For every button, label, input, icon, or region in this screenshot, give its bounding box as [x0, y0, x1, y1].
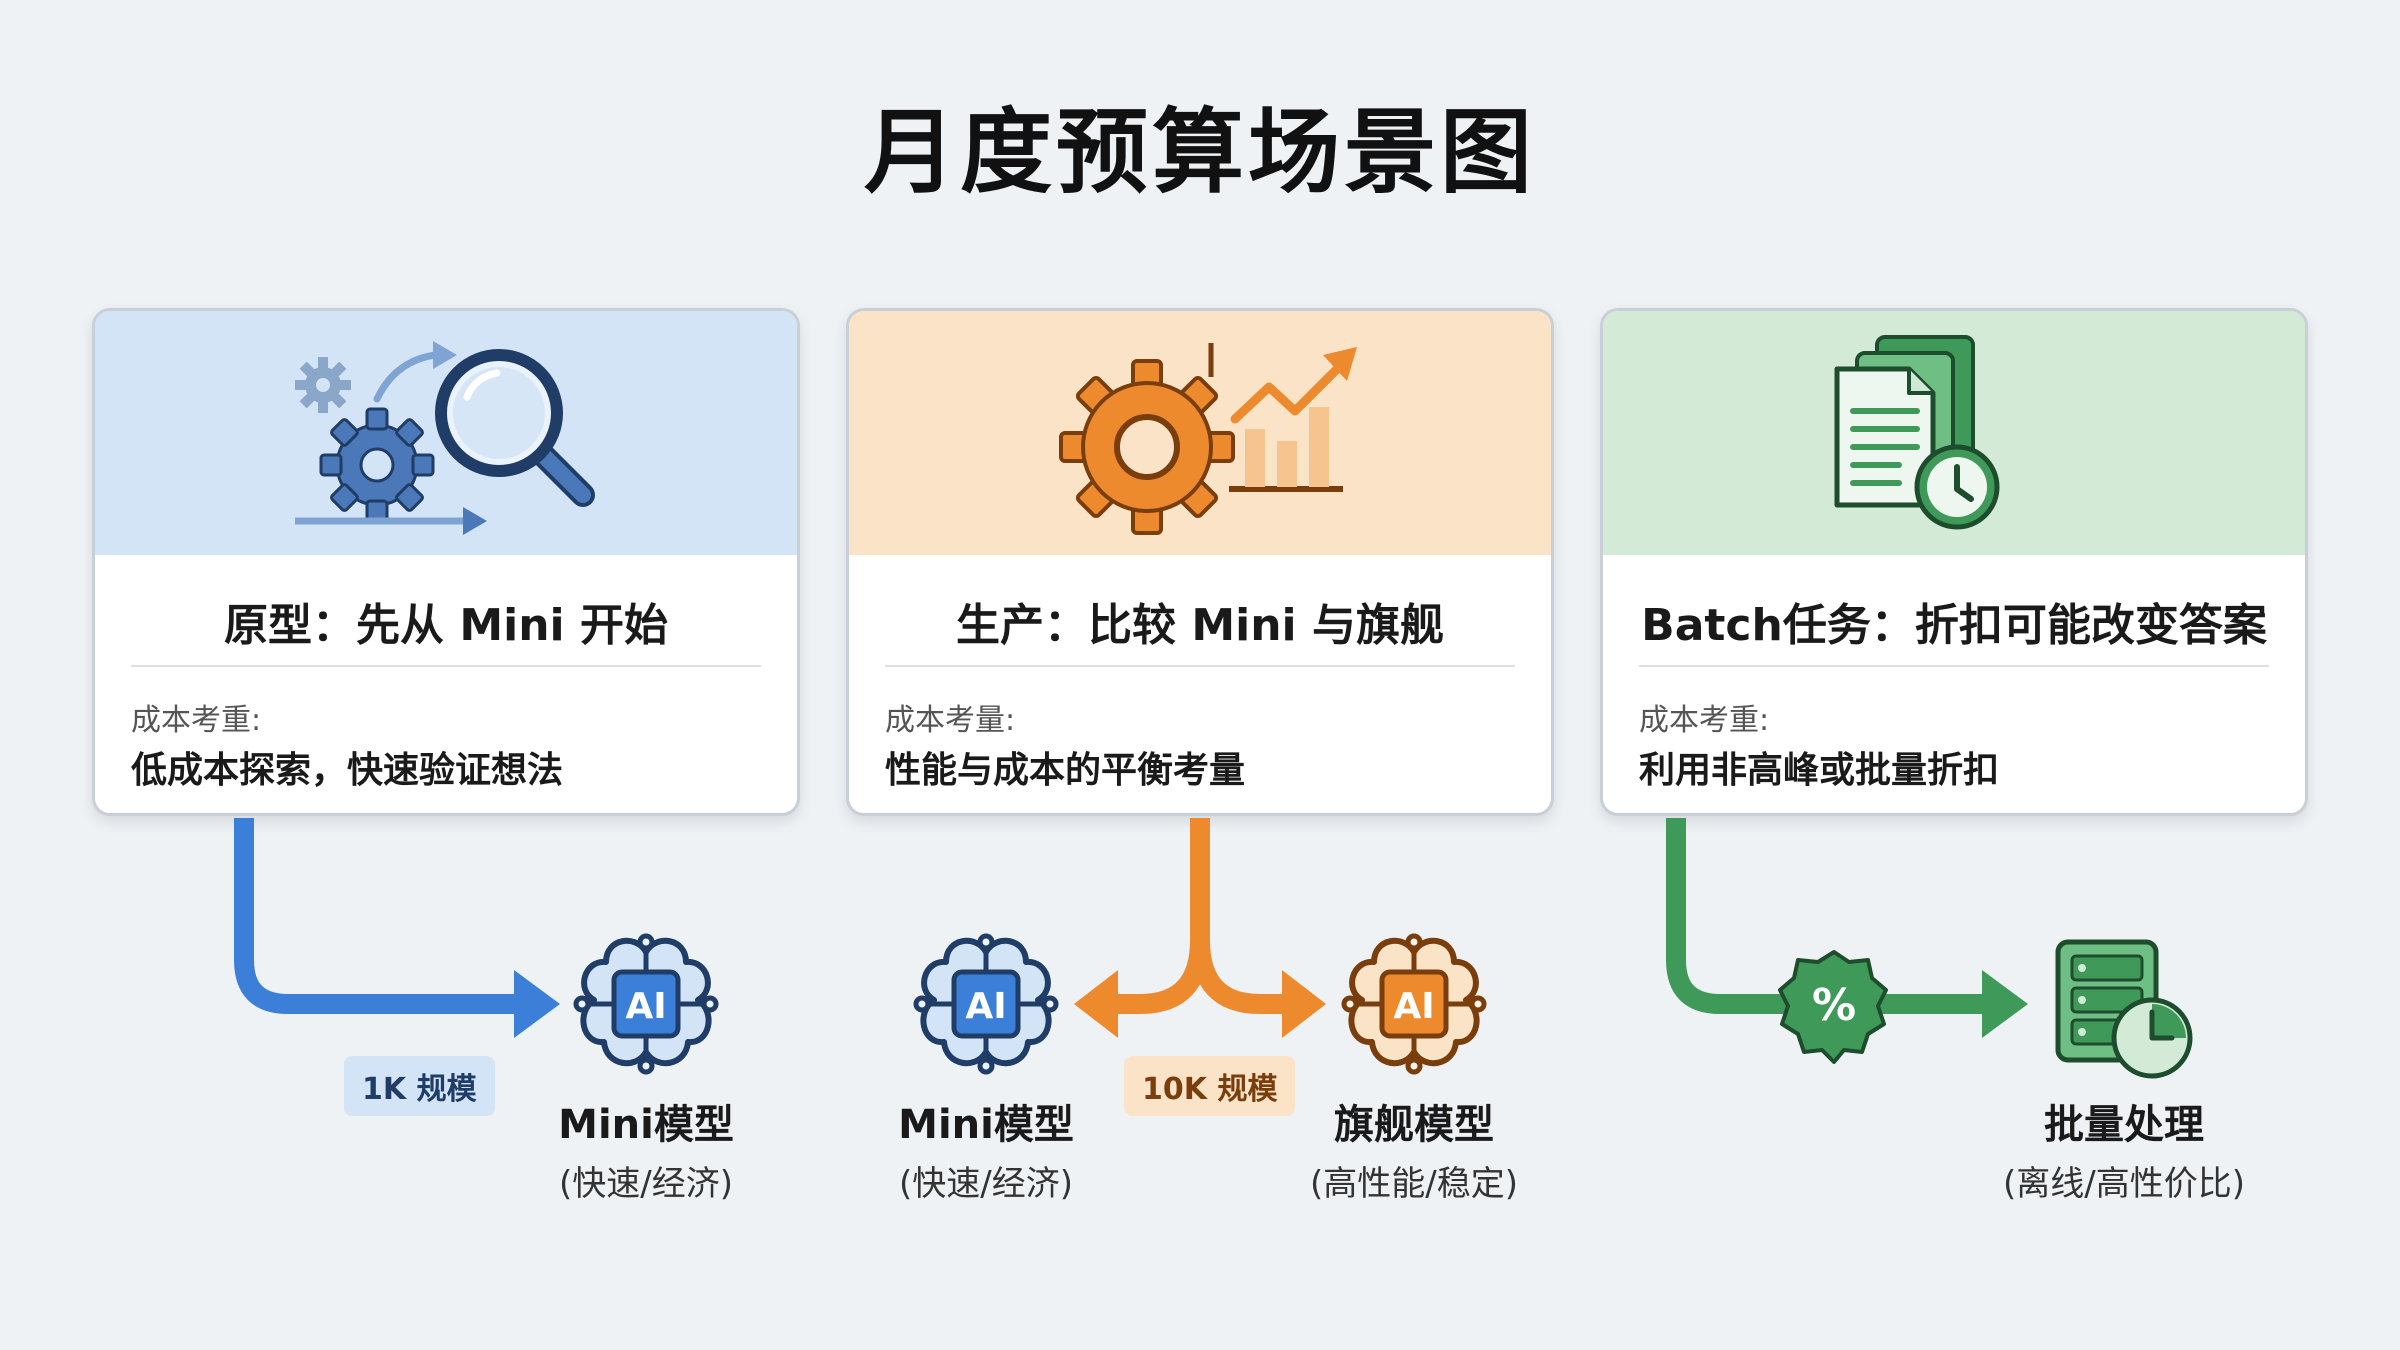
- cost-value: 性能与成本的平衡考量: [885, 750, 1246, 791]
- card-title: 原型：先从 Mini 开始: [224, 600, 668, 651]
- gear-chart-icon: [1059, 343, 1357, 535]
- card-batch: Batch任务：折扣可能改变答案 成本考重: 利用非高峰或批量折扣: [1600, 308, 2308, 816]
- gear-magnifier-icon: [295, 341, 595, 535]
- node-name: 旗舰模型: [1334, 1102, 1494, 1148]
- scale-tag-1k: 1K 规模: [344, 1056, 495, 1116]
- card-band: [1603, 311, 2305, 555]
- cost-label: 成本考量:: [885, 703, 1016, 738]
- page-title: 月度预算场景图: [863, 99, 1536, 206]
- discount-symbol: %: [1812, 980, 1856, 1031]
- card-prototype: 原型：先从 Mini 开始 成本考重: 低成本探索，快速验证想法: [92, 308, 800, 816]
- card-divider: [131, 665, 761, 667]
- discount-badge-icon: [1778, 950, 1888, 1064]
- card-band: [849, 311, 1551, 555]
- node-mini-1: Mini模型 (快速/经济): [486, 1092, 806, 1205]
- node-batch: 批量处理 (离线/高性价比): [1964, 1092, 2284, 1205]
- documents-clock-icon: [1834, 335, 2000, 530]
- ai-chip-label: AI: [625, 986, 666, 1027]
- node-name: 批量处理: [2044, 1102, 2204, 1148]
- node-desc: (快速/经济): [559, 1164, 733, 1204]
- ai-chip-icon: [1341, 933, 1487, 1075]
- node-desc: (离线/高性价比): [2003, 1164, 2245, 1204]
- node-name: Mini模型: [558, 1102, 734, 1148]
- ai-chip-label: AI: [1393, 986, 1434, 1027]
- node-desc: (高性能/稳定): [1310, 1164, 1518, 1204]
- node-name: Mini模型: [898, 1102, 1074, 1148]
- ai-chip-icon: [913, 933, 1059, 1075]
- cost-value: 低成本探索，快速验证想法: [131, 750, 564, 791]
- card-title: Batch任务：折扣可能改变答案: [1641, 600, 2267, 651]
- scale-tag-10k: 10K 规模: [1124, 1056, 1296, 1116]
- node-desc: (快速/经济): [899, 1164, 1073, 1204]
- ai-chip-icon: [573, 933, 719, 1075]
- cost-label: 成本考重:: [1639, 703, 1770, 738]
- cost-value: 利用非高峰或批量折扣: [1639, 750, 2000, 791]
- cost-label: 成本考重:: [131, 703, 262, 738]
- card-divider: [885, 665, 1515, 667]
- node-flagship: 旗舰模型 (高性能/稳定): [1254, 1092, 1574, 1205]
- batch-server-icon: [2055, 939, 2193, 1079]
- card-band: [95, 311, 797, 555]
- card-divider: [1639, 665, 2269, 667]
- ai-chip-label: AI: [965, 986, 1006, 1027]
- node-mini-2: Mini模型 (快速/经济): [826, 1092, 1146, 1205]
- card-production: 生产：比较 Mini 与旗舰 成本考量: 性能与成本的平衡考量: [846, 308, 1554, 816]
- card-title: 生产：比较 Mini 与旗舰: [956, 600, 1444, 651]
